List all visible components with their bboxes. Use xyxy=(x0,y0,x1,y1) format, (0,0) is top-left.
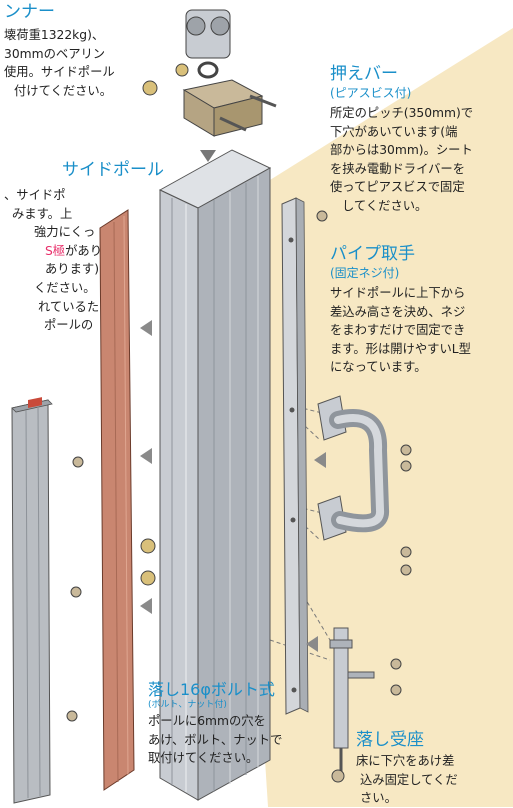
s-pole-highlight: S極 xyxy=(45,243,66,258)
pipe-subtitle: (固定ネジ付) xyxy=(330,266,400,280)
pipe-line: サイドポールに上下から xyxy=(330,286,466,300)
runner-line: 壊荷重1322kg)、 xyxy=(4,28,105,42)
otoshi-uke-line: 込み固定してくだ xyxy=(360,772,458,787)
osae-text: 所定のピッチ(350mm)で 下穴があいています(端 部からは30mm)。シート… xyxy=(330,104,473,216)
otoshi-bolt-text: ポールに6mmの穴を あけ、ボルト、ナットで 取付けてください。 xyxy=(148,712,282,768)
side-pole-text: 、サイドポ みます。上 強力にくっ S極があり あります) ください。 れている… xyxy=(4,186,102,335)
otoshi-bolt-line: 取付けてください。 xyxy=(148,751,259,766)
side-line-rest: があり xyxy=(65,243,103,258)
pipe-handle xyxy=(317,395,389,541)
pipe-text: サイドポールに上下から 差込み高さを決め、ネジ をまわすだけで固定でき ます。形… xyxy=(330,284,471,377)
osae-line: 使ってピアスビスで固定 xyxy=(330,180,465,195)
side-line: ポールの xyxy=(44,318,94,333)
side-line: ください。 xyxy=(34,280,96,295)
otoshi-bolt-title: 落し16φボルト式 xyxy=(148,680,275,699)
osae-line: 下穴があいています(端 xyxy=(330,124,458,139)
otoshi-bolt-line: あけ、ボルト、ナットで xyxy=(148,732,283,747)
osae-line: 所定のピッチ(350mm)で xyxy=(330,106,474,120)
osae-subtitle: (ピアスビス付) xyxy=(330,86,412,100)
otoshi-uke-line: さい。 xyxy=(360,791,397,806)
runner-line: 使用。サイドポール xyxy=(4,65,115,80)
side-line: あります) xyxy=(45,262,99,277)
osae-line: してください。 xyxy=(342,198,428,213)
otoshi-uke-title: 落し受座 xyxy=(356,730,424,750)
magnet-strip xyxy=(99,209,135,791)
direction-arrows xyxy=(140,320,326,652)
side-pole-title: サイドポール xyxy=(62,160,164,180)
side-line: 、サイドポ xyxy=(4,188,66,202)
side-line: 強力にくっ xyxy=(34,225,96,240)
left-sash xyxy=(11,397,53,804)
pipe-line: をまわすだけで固定でき xyxy=(330,323,466,338)
runner-title: ンナー xyxy=(4,2,55,22)
pipe-title: パイプ取手 xyxy=(330,244,415,264)
otoshi-bolt-subtitle: (ボルト、ナット付) xyxy=(148,700,227,710)
osae-line: 部からは30mm)。シート xyxy=(330,143,473,158)
pipe-line: ます。形は開けやすいL型 xyxy=(330,341,471,356)
fasteners xyxy=(66,210,412,783)
side-pole xyxy=(158,149,272,801)
runner-line: 付けてください。 xyxy=(14,83,113,98)
runner-line: 30mmのベアリン xyxy=(4,46,106,61)
side-line: れているた xyxy=(38,299,100,314)
side-line: みます。上 xyxy=(12,206,73,221)
otoshi-uke-line: 床に下穴をあけ差 xyxy=(356,754,455,768)
otoshi-bolt-line: ポールに6mmの穴を xyxy=(148,714,266,728)
press-bar xyxy=(281,197,309,715)
otoshi-uke-text: 床に下穴をあけ差 込み固定してくだ さい。 xyxy=(356,752,458,808)
pipe-line: になっています。 xyxy=(330,360,427,375)
osae-title: 押えバー xyxy=(330,64,398,84)
runner-text: 壊荷重1322kg)、 30mmのベアリン 使用。サイドポール 付けてください。 xyxy=(4,26,115,100)
side-line-highlight: S極があり xyxy=(4,242,102,261)
runner-assembly xyxy=(142,9,277,162)
pipe-line: 差込み高さを決め、ネジ xyxy=(330,304,466,319)
osae-line: を挟み電動ドライバーを xyxy=(330,161,466,176)
